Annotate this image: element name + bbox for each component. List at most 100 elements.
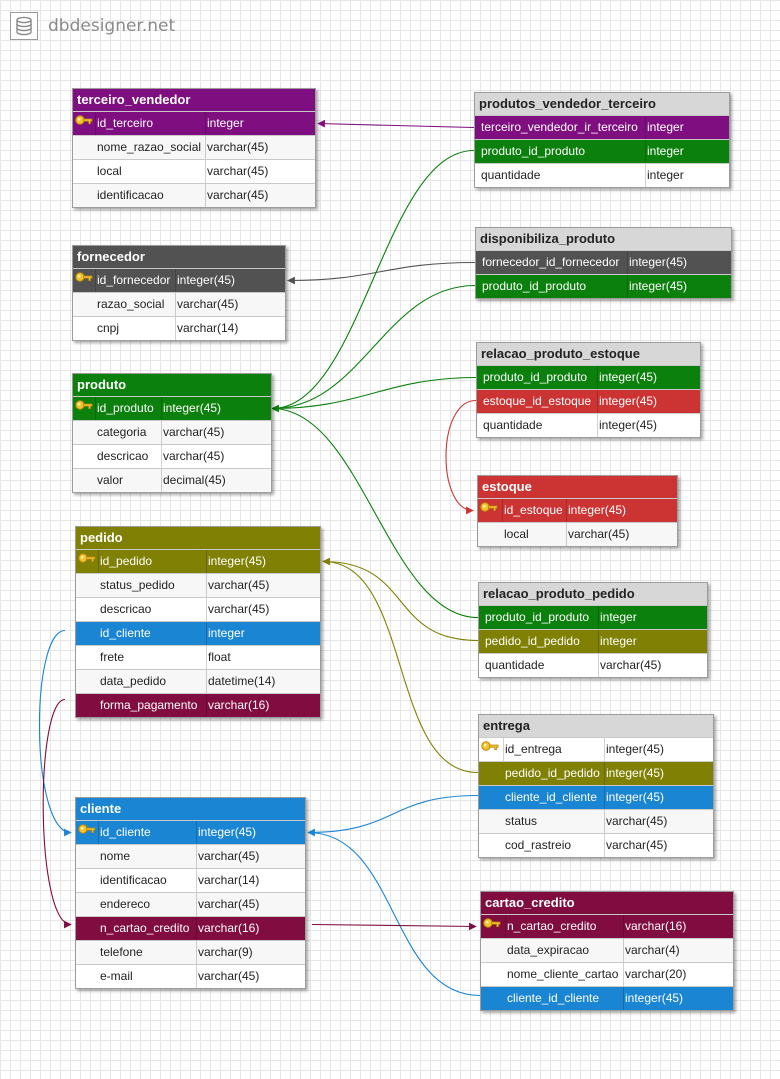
column-divider <box>206 550 207 573</box>
field-type: varchar(16) <box>625 919 687 933</box>
table-title[interactable]: fornecedor <box>73 246 285 268</box>
table-title[interactable]: produtos_vendedor_terceiro <box>475 93 729 115</box>
table-title[interactable]: relacao_produto_estoque <box>477 343 700 365</box>
link-estoque <box>445 399 477 515</box>
table-title[interactable]: disponibiliza_produto <box>476 228 731 250</box>
field-name: id_pedido <box>100 554 153 568</box>
column-divider <box>161 397 162 420</box>
table-title[interactable]: entrega <box>479 715 713 737</box>
column-divider <box>597 366 598 389</box>
field-name: id_cliente <box>100 626 151 640</box>
table-title[interactable]: cliente <box>76 798 305 820</box>
column-divider <box>205 184 206 207</box>
field-type: integer(45) <box>568 503 627 517</box>
column-divider <box>206 694 207 717</box>
link-cliente-2 <box>307 831 481 997</box>
column-divider <box>597 390 598 413</box>
column-divider <box>98 821 99 844</box>
column-divider <box>196 941 197 964</box>
column-divider <box>645 164 646 187</box>
column-divider <box>175 269 176 292</box>
link-pedido-1 <box>322 557 479 642</box>
table-title[interactable]: produto <box>73 374 271 396</box>
column-divider <box>623 939 624 962</box>
column-divider <box>645 116 646 139</box>
table-title[interactable]: terceiro_vendedor <box>73 89 315 111</box>
field-type: varchar(45) <box>177 297 239 311</box>
field-type: varchar(45) <box>208 602 270 616</box>
table-title[interactable]: estoque <box>478 476 677 498</box>
field-name: cod_rastreio <box>505 838 572 852</box>
table-title[interactable]: cartao_credito <box>481 892 733 914</box>
table-title[interactable]: pedido <box>76 527 320 549</box>
column-divider <box>623 987 624 1010</box>
link-pagamento <box>42 698 72 929</box>
field-type: integer <box>647 144 684 158</box>
field-type: integer <box>647 120 684 134</box>
field-name: e-mail <box>100 969 133 983</box>
table-title[interactable]: relacao_produto_pedido <box>479 583 707 605</box>
dbdesigner-logo[interactable]: dbdesigner.net <box>10 10 175 42</box>
field-type: integer(45) <box>599 370 658 384</box>
